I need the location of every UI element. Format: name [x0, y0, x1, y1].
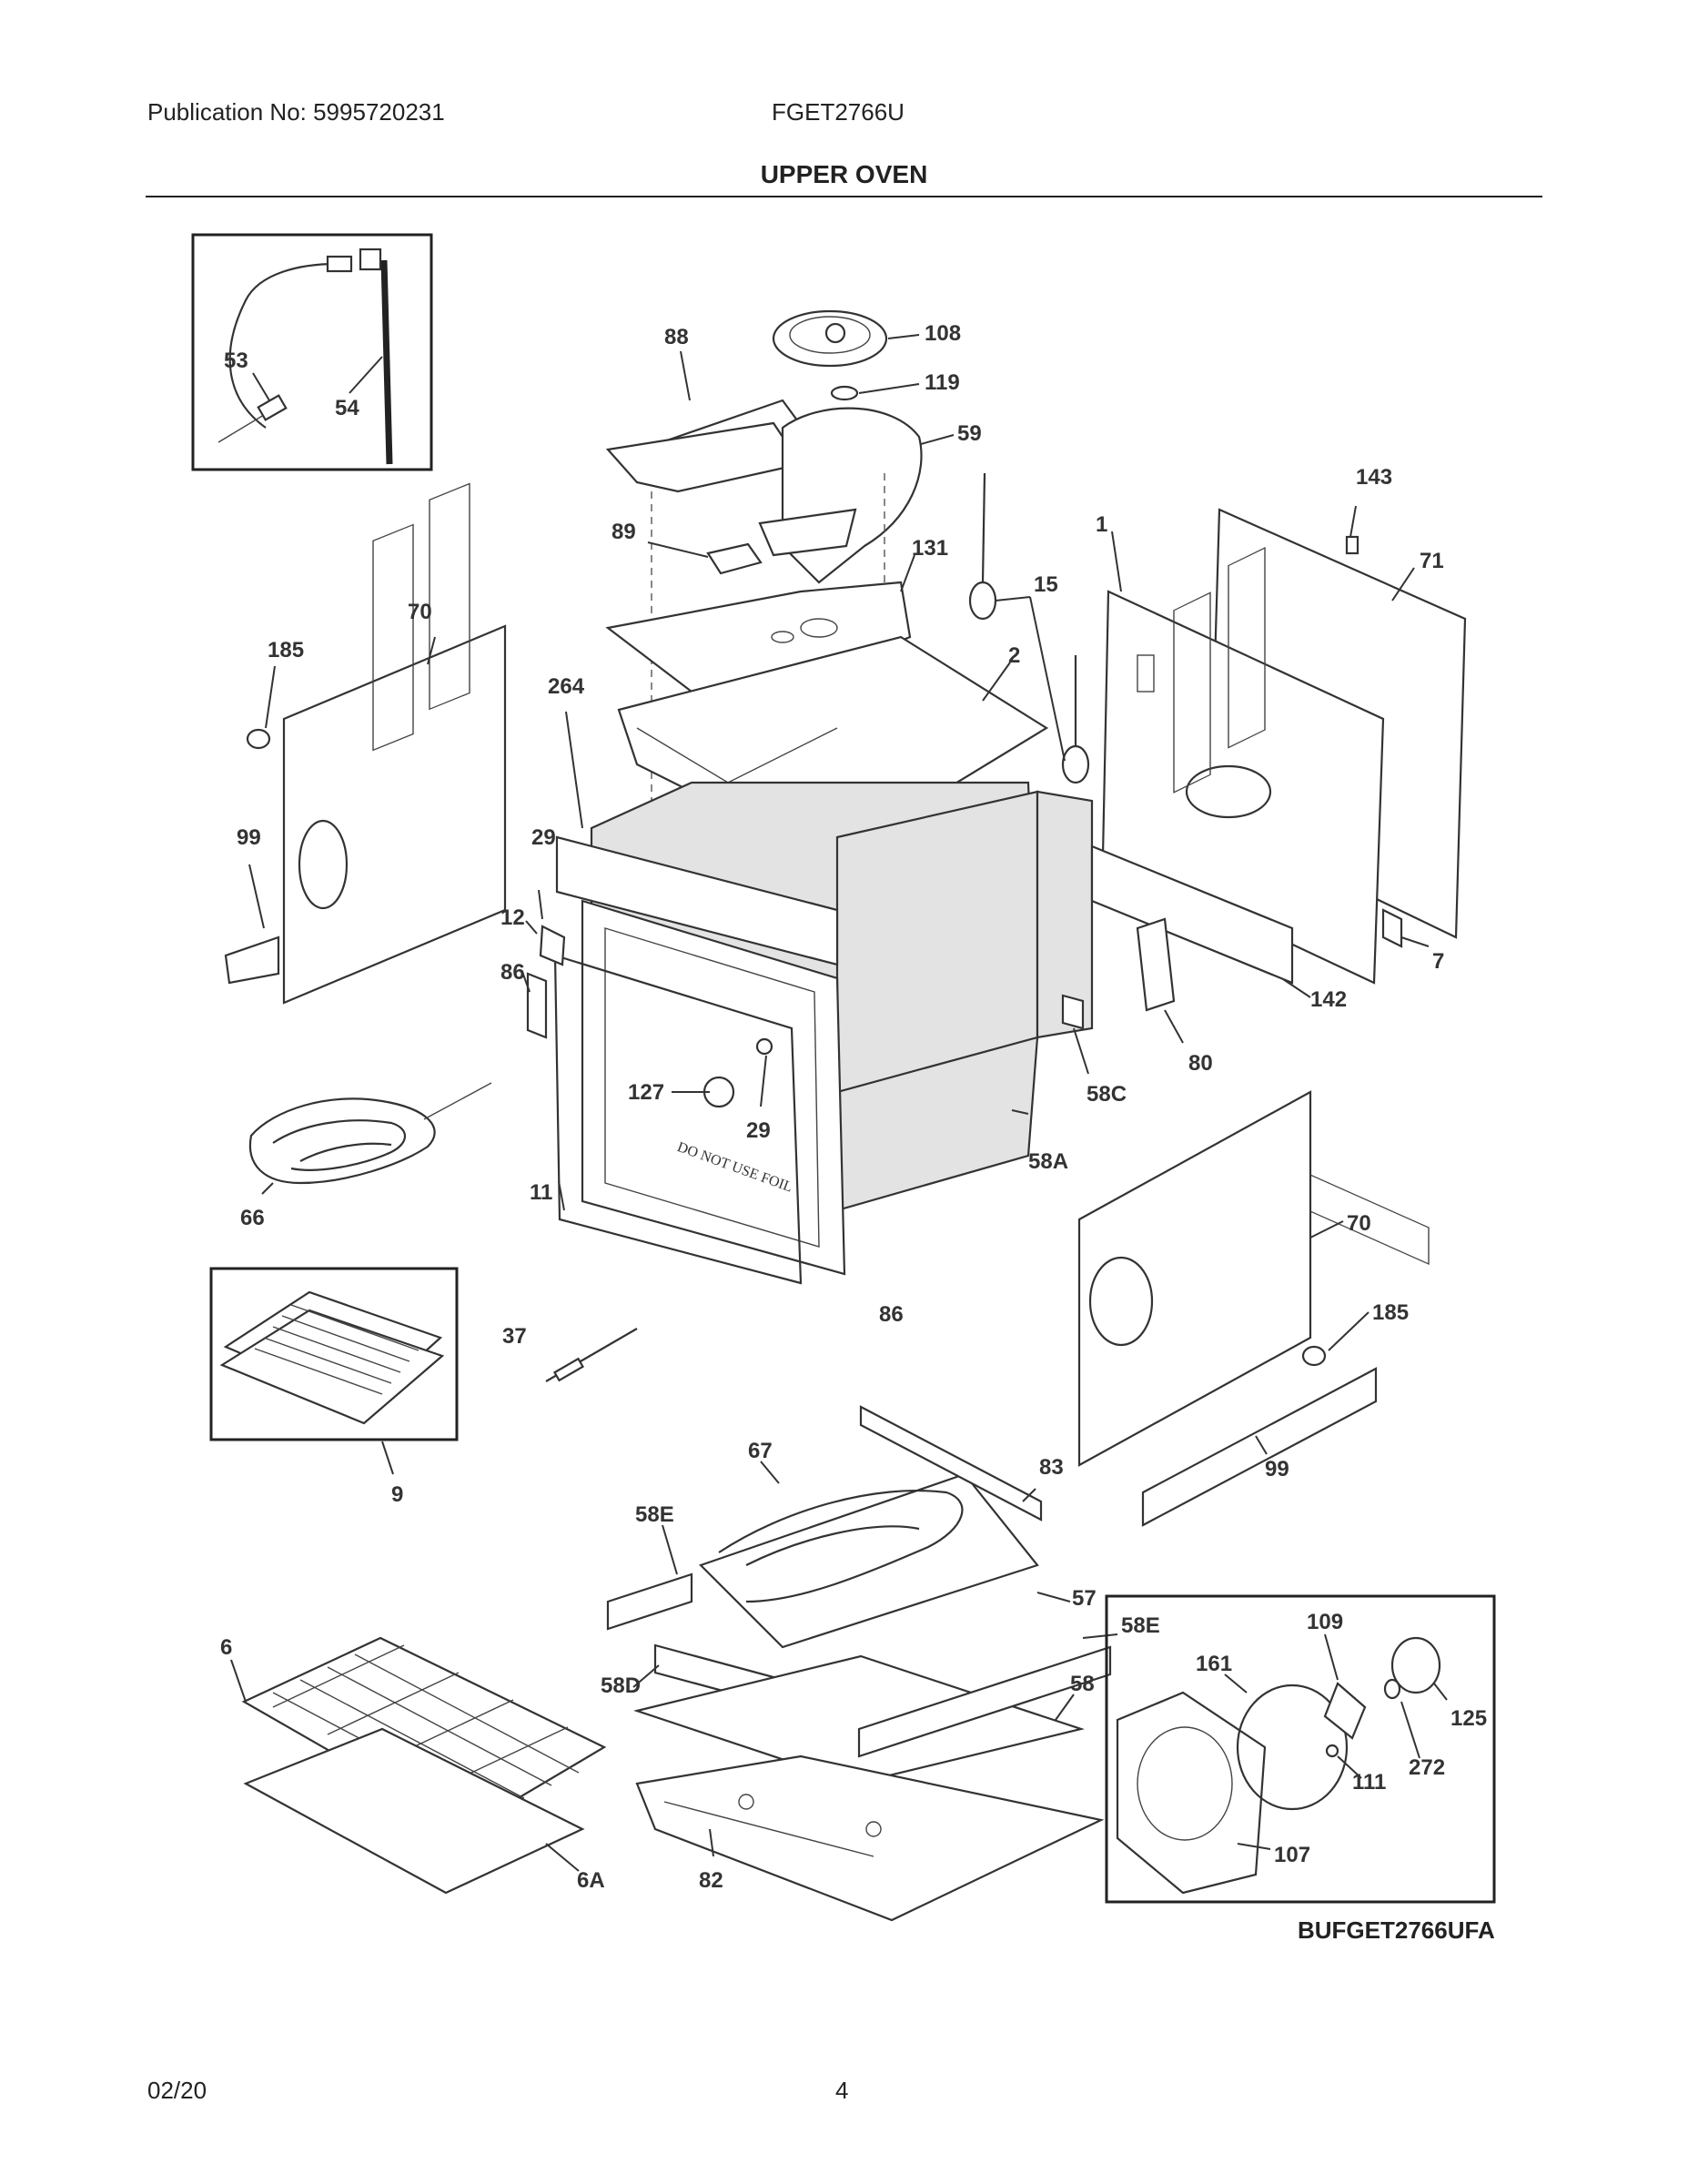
element-bracket-89 [647, 541, 763, 575]
callout-2: 2 [1008, 643, 1020, 668]
callout-82: 82 [699, 1868, 723, 1893]
callout-57: 57 [1072, 1586, 1097, 1611]
callout-58a: 58A [1028, 1149, 1068, 1174]
callout-127: 127 [628, 1080, 664, 1105]
section-title: UPPER OVEN [760, 160, 928, 188]
callout-9: 9 [391, 1482, 403, 1507]
callout-6: 6 [220, 1635, 232, 1660]
callout-67: 67 [748, 1439, 773, 1463]
callout-83: 83 [1039, 1455, 1064, 1480]
meat-probe [545, 1328, 638, 1382]
callout-185-upper: 185 [268, 638, 304, 662]
callout-11: 11 [530, 1180, 552, 1205]
callout-99-lower: 99 [1265, 1457, 1289, 1481]
callout-88: 88 [664, 325, 689, 349]
callout-29-lower: 29 [746, 1118, 771, 1143]
bake-element [698, 1405, 1071, 1649]
callout-53: 53 [224, 349, 248, 373]
callout-58: 58 [1070, 1672, 1095, 1696]
callout-109: 109 [1307, 1610, 1343, 1634]
oven-rack [230, 1636, 607, 1895]
callout-185-lower: 185 [1372, 1300, 1409, 1325]
footer-date: 02/20 [147, 2077, 207, 2104]
callout-111: 111 [1352, 1770, 1386, 1795]
broil-element [248, 1082, 492, 1195]
publication-number: Publication No: 5995720231 [147, 98, 445, 126]
sensor-bulbs-15 [968, 472, 1090, 784]
diagram-code: BUFGET2766UFA [1298, 1916, 1495, 1944]
callout-58e-right: 58E [1121, 1613, 1160, 1638]
callout-70-lower: 70 [1347, 1211, 1371, 1236]
floor-pan [635, 1754, 1105, 1922]
callout-107: 107 [1274, 1843, 1310, 1867]
callout-58e-left: 58E [635, 1502, 674, 1527]
callout-7: 7 [1432, 949, 1444, 974]
callout-29-upper: 29 [531, 825, 556, 850]
convection-fan-inset [1105, 1594, 1496, 1904]
callout-54: 54 [335, 396, 359, 420]
callout-161: 161 [1196, 1652, 1232, 1676]
callout-1: 1 [1096, 512, 1107, 537]
callout-86-lower: 86 [879, 1302, 904, 1327]
callout-131: 131 [912, 536, 948, 561]
callout-272: 272 [1409, 1755, 1445, 1780]
callout-58d: 58D [601, 1673, 641, 1698]
footer-page-number: 4 [835, 2077, 849, 2104]
callout-119: 119 [925, 370, 960, 395]
support-brackets [1061, 844, 1430, 1075]
header-rule [146, 196, 1542, 197]
callout-99-upper: 99 [237, 825, 261, 850]
callout-12: 12 [500, 905, 525, 930]
right-side-panel [1077, 547, 1378, 1527]
callout-66: 66 [240, 1206, 265, 1230]
callout-15: 15 [1034, 572, 1058, 597]
broil-pan-inset [209, 1267, 459, 1475]
inset-sensor [191, 233, 433, 471]
callout-80: 80 [1188, 1051, 1213, 1076]
insulation-blocks [606, 1524, 1118, 1785]
top-fan-assembly [605, 309, 955, 892]
callout-71: 71 [1420, 549, 1444, 573]
callout-264: 264 [548, 674, 585, 699]
callout-labels: 53 54 88 108 119 59 143 1 71 89 131 15 7… [220, 321, 1487, 1893]
left-side-panel [224, 482, 507, 1005]
oven-front-frame: DO NOT USE FOIL [521, 889, 1029, 1285]
callout-70-upper: 70 [408, 600, 432, 624]
callout-142: 142 [1310, 987, 1347, 1012]
callout-59: 59 [957, 421, 982, 446]
callout-6a: 6A [577, 1868, 605, 1893]
callout-108: 108 [925, 321, 961, 346]
callout-86-upper: 86 [500, 960, 525, 985]
callout-37: 37 [502, 1324, 527, 1349]
model-number: FGET2766U [772, 98, 905, 126]
callout-125: 125 [1450, 1706, 1487, 1731]
callout-89: 89 [612, 520, 636, 544]
callout-143: 143 [1356, 465, 1392, 490]
callout-58c: 58C [1087, 1082, 1127, 1107]
